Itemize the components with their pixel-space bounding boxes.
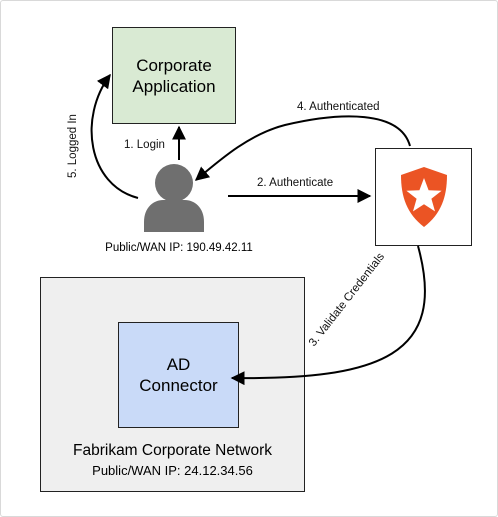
corporate-network-title: Fabrikam Corporate Network — [73, 442, 272, 459]
user-ip-label: Public/WAN IP: 190.49.42.11 — [105, 242, 253, 254]
edge-label-validate-credentials: 3. Validate Credentials — [307, 251, 387, 349]
edge-label-logged-in: 5. Logged In — [67, 114, 79, 178]
corporate-application-box: Corporate Application — [112, 27, 236, 124]
validate-credentials-arrow — [230, 245, 426, 386]
corporate-application-label-line2: Application — [132, 76, 216, 96]
ad-connector-label-line2: Connector — [139, 376, 218, 395]
corporate-network-ip: Public/WAN IP: 24.12.34.56 — [92, 463, 253, 478]
logged-in-arrow — [90, 73, 139, 199]
ad-connector-box: AD Connector — [118, 322, 239, 428]
auth-provider-box — [375, 148, 472, 246]
edge-label-authenticate: 2. Authenticate — [257, 177, 333, 189]
ad-connector-label-line1: AD — [166, 355, 191, 374]
edge-label-authenticated: 4. Authenticated — [297, 101, 379, 113]
user-icon — [144, 164, 204, 232]
edge-label-login: 1. Login — [124, 139, 165, 151]
corporate-application-label-line1: Corporate — [136, 55, 212, 75]
auth0-shield-star-icon — [400, 167, 447, 227]
authenticated-arrow — [194, 115, 411, 181]
